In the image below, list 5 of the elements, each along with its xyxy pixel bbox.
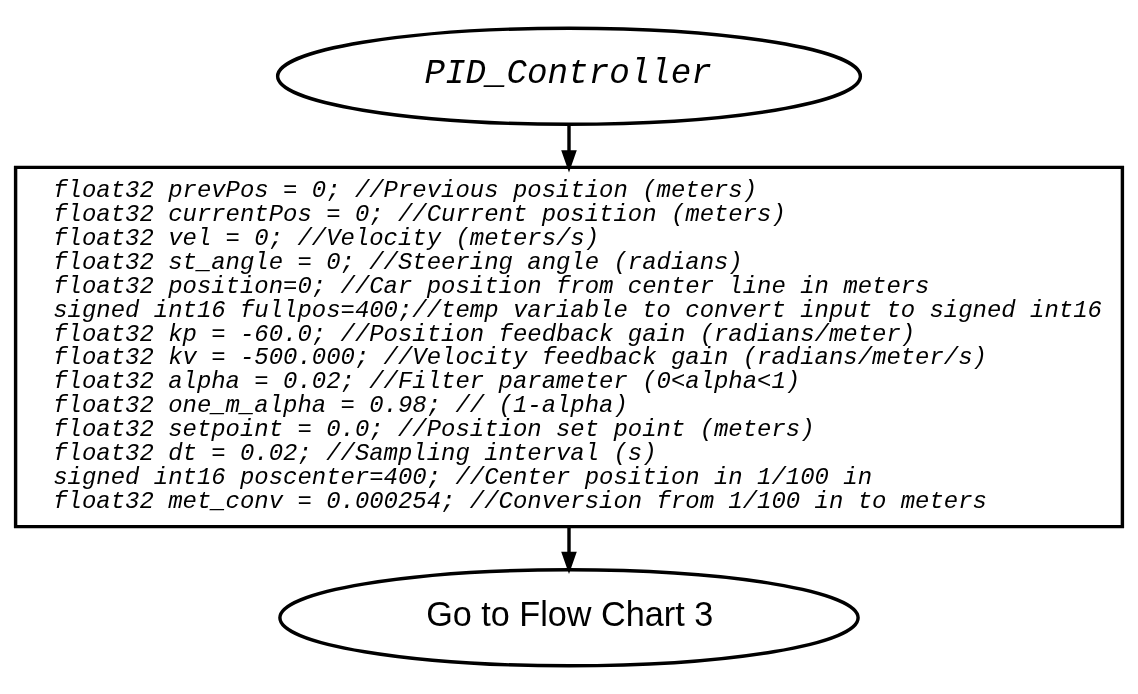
- node-ellipse: Go to Flow Chart 3: [278, 568, 860, 668]
- node-box: float32 prevPos = 0; //Previous position (meters) float32 currentPos = 0; //Current position (meters) float32 vel = 0; //Velocity (meters/s) float32 st_angle = 0; //Steering angle (radians) float32 position=0; //Car position from center line in meters signed int16 fullpos=400;//temp variable to convert input to signed int16 float32 kp = -60.0; //Position feedback gain (radians/meter) float32 kv = -500.000; //Velocity feedback gain (radians/meter/s) float32 alpha = 0.02; //Filter parameter (0<alpha<1) float32 one_m_alpha = 0.98; // (1-alpha) float32 setpoint = 0.0; //Position set point (meters) float32 dt = 0.02; //Sampling interval (s) signed int16 poscenter=400; //Center position in 1/100 in float32 met_conv = 0.000254; //Conversion from 1/100 in to meters: [13, 165, 1125, 529]
- arrow: [561, 125, 577, 173]
- arrow: [561, 527, 577, 575]
- node-ellipse: PID_Controller: [275, 26, 863, 126]
